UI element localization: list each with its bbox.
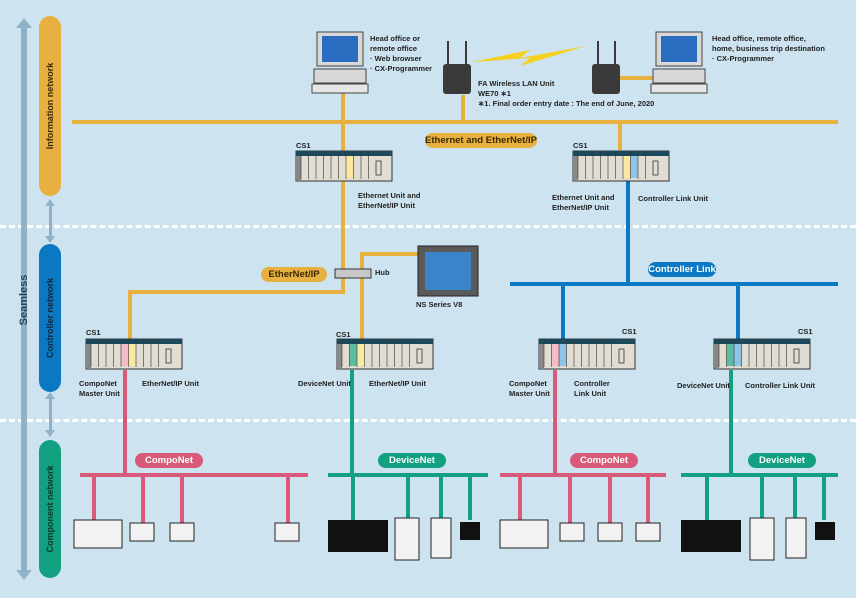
plc-name: CS1 xyxy=(336,330,351,339)
plc-name: CS1 xyxy=(798,327,813,336)
plc-unit-label: DeviceNet Unit xyxy=(677,381,730,390)
rack-top-bar xyxy=(337,339,433,344)
layer-label: Information network xyxy=(45,62,55,150)
layer-separator xyxy=(0,419,856,422)
rack-top-bar xyxy=(86,339,182,344)
plc-unit-label: DeviceNet Unit xyxy=(298,379,351,388)
plc-racks xyxy=(85,150,811,370)
ethernet-label: Ethernet and EtherNet/IP xyxy=(425,133,537,148)
rack-unit-highlight xyxy=(357,344,365,366)
devicenet-label: DeviceNet xyxy=(748,453,816,468)
wireless-unit-left-icon xyxy=(443,41,471,94)
ns-panel-icon xyxy=(417,245,479,297)
hub-icon xyxy=(334,268,372,279)
componet-lines xyxy=(80,370,666,525)
rack-unit-highlight xyxy=(734,344,742,366)
rack-top-bar xyxy=(296,151,392,156)
rack-unit-highlight xyxy=(346,156,354,178)
layer-label: Component network xyxy=(45,465,55,553)
layer-component-network: Component network xyxy=(39,440,61,578)
devicenet-lines xyxy=(328,370,838,525)
plc-unit-label: EtherNet/IP Unit xyxy=(142,379,199,388)
component-devices xyxy=(73,517,807,561)
pc-right-icon xyxy=(650,31,708,94)
layer-controller-network: Controller network xyxy=(39,244,61,392)
rack-unit-highlight xyxy=(726,344,734,366)
rack-unit-highlight xyxy=(559,344,567,366)
controller-link-lines xyxy=(510,180,838,340)
plc-name: CS1 xyxy=(573,141,588,150)
componet-label: CompoNet xyxy=(135,453,203,468)
plc-name: CS1 xyxy=(622,327,637,336)
plc-unit-label: Controller Link Unit xyxy=(745,381,815,390)
rack-unit-highlight xyxy=(349,344,357,366)
devicenet-label: DeviceNet xyxy=(378,453,446,468)
plc-unit-label: EtherNet/IP Unit xyxy=(369,379,426,388)
seamless-arrow xyxy=(16,18,32,580)
rack-top-bar xyxy=(714,339,810,344)
rack-unit-highlight xyxy=(128,344,136,366)
devicenet-io-blocks xyxy=(328,520,835,552)
rack-unit-highlight xyxy=(623,156,631,178)
ethernetip-label: EtherNet/IP xyxy=(261,267,327,282)
pc-right-caption: Head office, remote office,home, busines… xyxy=(712,34,825,63)
seamless-label: Seamless xyxy=(18,274,30,326)
layer-label: Controller network xyxy=(45,277,55,359)
plc-unit-label: Controller Link Unit xyxy=(638,194,708,203)
wireless-signal-icon xyxy=(472,46,586,66)
rack-unit-highlight xyxy=(630,156,638,178)
layer-link-arrows xyxy=(45,199,55,437)
componet-label: CompoNet xyxy=(570,453,638,468)
hub-label: Hub xyxy=(375,268,390,277)
ns-series-label: NS Series V8 xyxy=(416,300,463,309)
plc-name: CS1 xyxy=(296,141,311,150)
rack-top-bar xyxy=(539,339,635,344)
rack-unit-highlight xyxy=(121,344,129,366)
pc-left-icon xyxy=(311,31,369,94)
controller-link-label: Controller Link xyxy=(648,262,716,277)
plc-name: CS1 xyxy=(86,328,101,337)
layer-information-network: Information network xyxy=(39,16,61,196)
rack-top-bar xyxy=(573,151,669,156)
wireless-unit-right-icon xyxy=(592,41,620,94)
layer-separator xyxy=(0,225,856,228)
rack-unit-highlight xyxy=(551,344,559,366)
